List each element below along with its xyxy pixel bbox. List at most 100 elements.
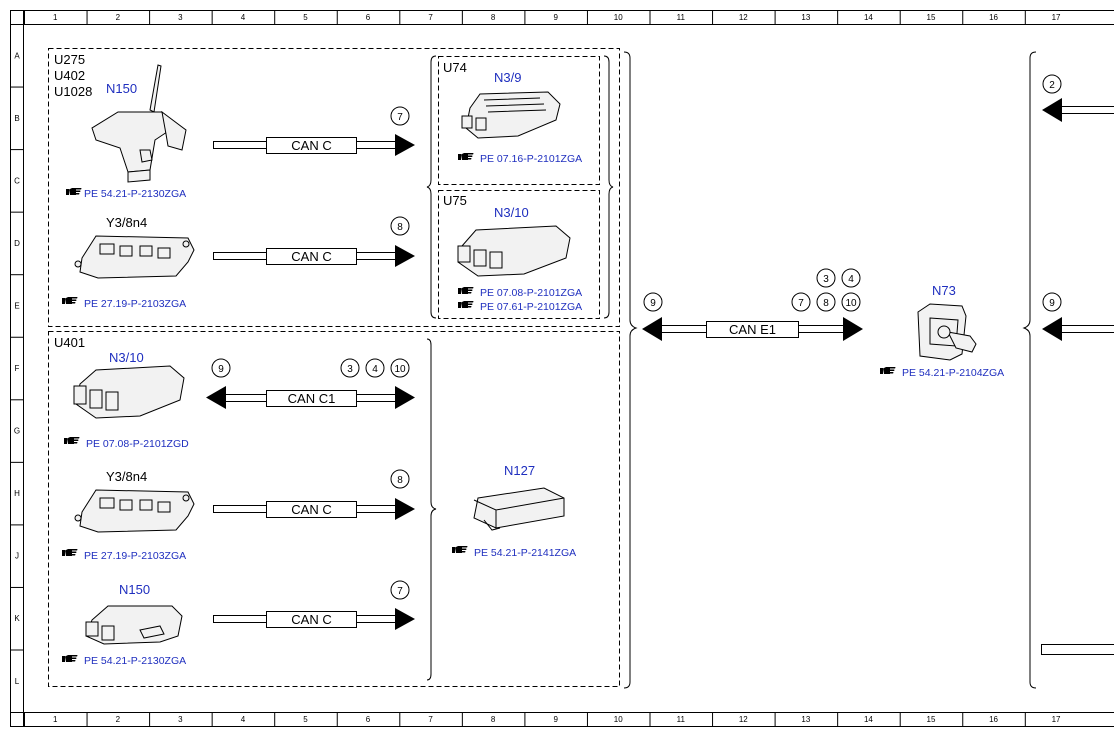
gear-selector-icon [91, 64, 187, 183]
bus-b1[interactable]: CAN C 7 [213, 106, 416, 156]
column-label: 11 [677, 715, 686, 724]
connector-number: 4 [372, 364, 378, 375]
component-name: Y3/8n4 [106, 469, 147, 484]
group-label-u74: U74 [443, 60, 467, 75]
component-n150-bottom[interactable]: N150 PE 54.21-P-2130ZGA [62, 582, 186, 667]
column-label: 5 [303, 715, 308, 724]
bus-label: CAN C [291, 249, 331, 264]
component-ref: PE 54.21-P-2130ZGA [84, 188, 186, 200]
component-name: N73 [932, 283, 956, 298]
column-label: 3 [178, 715, 183, 724]
connector-number: 9 [218, 364, 224, 375]
column-grid: 1122334455667788991010111112121313141415… [24, 10, 1061, 727]
connector-number: 7 [397, 112, 403, 123]
column-label: 6 [366, 13, 371, 22]
reference-hand-icon [458, 153, 474, 160]
column-label: 17 [1052, 13, 1061, 22]
bus-label: CAN E1 [729, 322, 776, 337]
reference-hand-icon [880, 367, 896, 374]
row-label: C [14, 176, 20, 185]
connector-number: 10 [394, 364, 406, 375]
reference-hand-icon [64, 437, 80, 444]
column-label: 2 [116, 13, 121, 22]
component-ref: PE 27.19-P-2103ZGA [84, 550, 186, 562]
group-label-u1028: U1028 [54, 84, 92, 99]
component-n3-10-top[interactable]: N3/10 PE 07.08-P-2101ZGA PE 07.61-P-2101… [457, 205, 582, 313]
column-label: 9 [553, 715, 558, 724]
column-label: 14 [864, 13, 873, 22]
column-label: 3 [178, 13, 183, 22]
valve-body-icon [74, 235, 195, 279]
bus-right-edge-top[interactable]: 2 [1042, 74, 1114, 122]
component-ref: PE 54.21-P-2130ZGA [84, 655, 186, 667]
component-name: N150 [106, 81, 137, 96]
component-n73[interactable]: N73 PE 54.21-P-2104ZGA [880, 283, 1004, 379]
valve-body-icon [74, 489, 195, 533]
column-label: 8 [491, 13, 496, 22]
component-y3-bottom[interactable]: Y3/8n4 PE 27.19-P-2103ZGA [62, 469, 195, 562]
component-y3-top[interactable]: Y3/8n4 PE 27.19-P-2103ZGA [62, 215, 195, 310]
reference-hand-icon [62, 655, 78, 662]
reference-hand-icon [452, 546, 468, 553]
column-label: 12 [739, 13, 748, 22]
bus-label: CAN C [291, 138, 331, 153]
component-ref: PE 27.19-P-2103ZGA [84, 298, 186, 310]
connector-number: 2 [1049, 80, 1055, 91]
connector-number: 3 [823, 274, 829, 285]
column-label: 8 [491, 715, 496, 724]
component-name: N150 [119, 582, 150, 597]
component-n3-9[interactable]: N3/9 PE 07.16-P-2101ZGA [458, 70, 582, 165]
column-label: 10 [614, 13, 623, 22]
component-ref-1: PE 07.08-P-2101ZGA [480, 287, 582, 299]
column-label: 9 [553, 13, 558, 22]
ecu-icon [73, 365, 185, 419]
drawing-frame [10, 10, 1114, 727]
connector-number: 10 [845, 298, 857, 309]
connector-number: 7 [798, 298, 804, 309]
column-label: 1 [53, 13, 58, 22]
connector-number: 9 [1049, 298, 1055, 309]
component-n127[interactable]: N127 PE 54.21-P-2141ZGA [452, 463, 576, 559]
column-label: 16 [989, 13, 998, 22]
row-label: L [15, 677, 20, 686]
reference-hand-icon [458, 301, 474, 308]
group-label-u402: U402 [54, 68, 85, 83]
bus-right-edge-middle[interactable]: 9 [1042, 292, 1114, 341]
row-label: E [14, 301, 19, 310]
bus-can-e1[interactable]: CAN E1 9 3 4 7 8 10 [642, 268, 863, 341]
bus-label: CAN C [291, 502, 331, 517]
bus-b5[interactable]: CAN C 7 [213, 580, 416, 630]
component-ref: PE 54.21-P-2141ZGA [474, 547, 576, 559]
bus-right-edge-bottom [1041, 644, 1114, 655]
row-label: G [14, 427, 20, 436]
component-ref: PE 07.16-P-2101ZGA [480, 153, 582, 165]
column-label: 10 [614, 715, 623, 724]
bus-b3[interactable]: CAN C1 9 3 4 10 [206, 358, 415, 409]
column-label: 2 [116, 715, 121, 724]
column-label: 1 [53, 715, 58, 724]
row-label: H [14, 489, 20, 498]
group-boxes [48, 48, 620, 687]
control-unit-icon [85, 605, 183, 645]
bus-b2[interactable]: CAN C 8 [213, 216, 416, 267]
column-label: 15 [927, 715, 936, 724]
brackets [426, 51, 1037, 689]
row-label: K [14, 614, 20, 623]
connector-number: 7 [397, 586, 403, 597]
ecu-icon [457, 225, 571, 277]
reference-hand-icon [66, 188, 82, 195]
component-n3-10-bottom[interactable]: N3/10 PE 07.08-P-2101ZGD [64, 350, 189, 450]
bus-b4[interactable]: CAN C 8 [213, 469, 416, 520]
reference-hand-icon [458, 287, 474, 294]
connector-number: 3 [347, 364, 353, 375]
connector-number: 4 [848, 274, 854, 285]
connector-number: 8 [397, 222, 403, 233]
component-n150-top[interactable]: N150 PE 54.21-P-2130ZGA [66, 64, 187, 200]
row-label: F [15, 364, 20, 373]
column-label: 4 [241, 715, 246, 724]
reference-hand-icon [62, 549, 78, 556]
column-label: 4 [241, 13, 246, 22]
reference-hand-icon [62, 297, 78, 304]
column-label: 16 [989, 715, 998, 724]
